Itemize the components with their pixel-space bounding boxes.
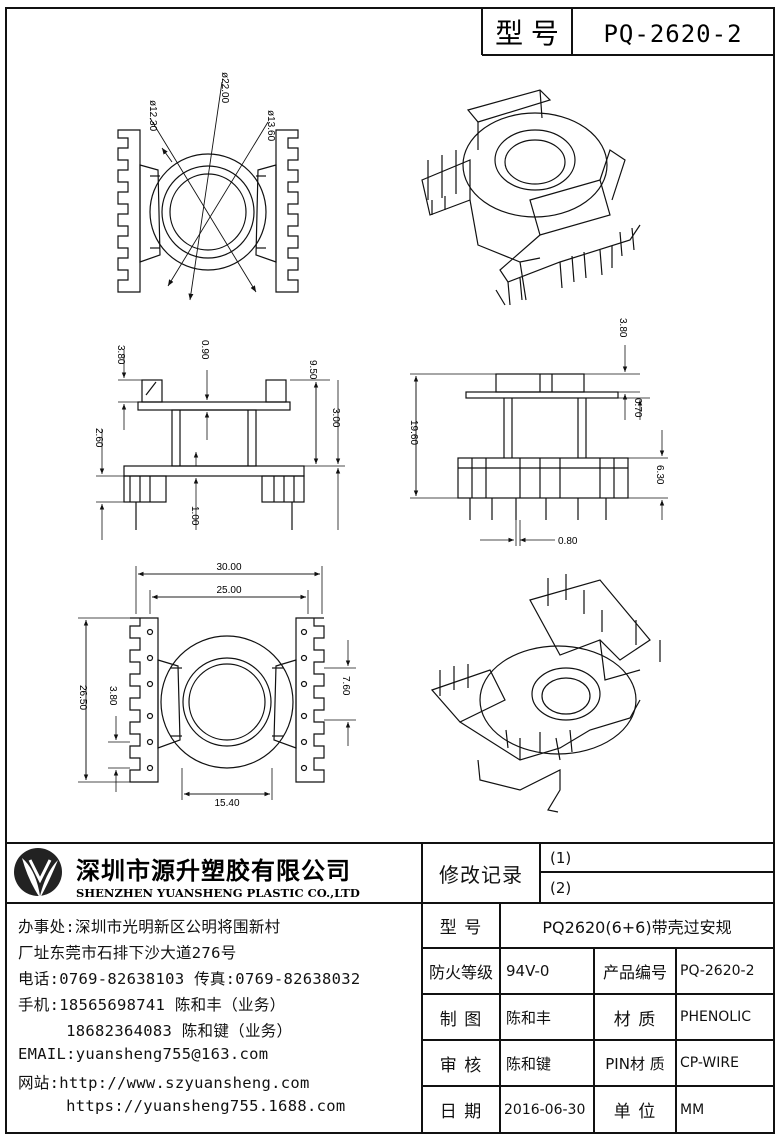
spec-check-label: 审 核: [439, 1055, 483, 1076]
spec-drawn-value: 陈和丰: [506, 1008, 552, 1027]
side-view-drawing: [410, 345, 668, 546]
spec-drawn-label: 制 图: [439, 1009, 483, 1030]
dim-front-b: 0.90: [199, 340, 210, 360]
company-name-en: SHENZHEN YUANSHENG PLASTIC CO.,LTD: [76, 886, 360, 900]
dim-side-c: 0.70: [632, 398, 643, 418]
dim-bottom-b: 25.00: [216, 585, 241, 596]
header-model-value: PQ-2620-2: [603, 20, 742, 48]
title-block-lines: [6, 842, 774, 1133]
company-info-mobile-2: 18682364083 陈和键（业务）: [18, 1022, 293, 1040]
header-model-label: 型 号: [495, 18, 559, 49]
company-name-cn: 深圳市源升塑胶有限公司: [76, 856, 351, 885]
dim-side-d: 6.30: [654, 465, 665, 485]
spec-material-label: 材 质: [613, 1009, 657, 1030]
dim-side-b: 19.60: [408, 420, 419, 445]
revision-label: 修改记录: [439, 862, 523, 887]
bottom-view-drawing: [78, 566, 356, 800]
isometric-bottom-drawing: [430, 574, 661, 813]
revision-row-2: (2): [550, 878, 572, 897]
spec-model-label: 型 号: [439, 918, 483, 938]
sheet-border: [5, 7, 775, 1134]
dim-top-d1: ø12.30: [147, 100, 158, 132]
spec-date-label: 日 期: [439, 1102, 483, 1122]
spec-unit-value: MM: [680, 1101, 705, 1118]
dim-bottom-a: 30.00: [216, 562, 241, 573]
dim-bottom-d: 26.50: [77, 685, 88, 710]
company-logo: [14, 848, 62, 898]
dim-bottom-f: 15.40: [214, 798, 239, 809]
dim-front-a: 3.80: [115, 345, 126, 365]
dim-bottom-c: 7.60: [340, 676, 351, 696]
dim-front-c: 9.50: [307, 360, 318, 380]
dim-front-e: 3.00: [330, 408, 341, 428]
dim-side-a: 3.80: [617, 318, 628, 338]
header-box: 型 号 PQ-2620-2: [481, 8, 774, 56]
company-info-website-2: https://yuansheng755.1688.com: [18, 1097, 346, 1115]
company-info-email: EMAIL:yuansheng755@163.com: [18, 1045, 269, 1063]
revision-row-1: (1): [550, 848, 572, 867]
company-info-office: 办事处:深圳市光明新区公明将围新村: [18, 918, 281, 936]
company-info-factory: 厂址东莞市石排下沙大道276号: [18, 944, 237, 962]
front-view-drawing: [96, 350, 345, 540]
spec-date-value: 2016-06-30: [504, 1101, 586, 1118]
spec-unit-label: 单 位: [613, 1102, 657, 1122]
spec-model-value: PQ2620(6+6)带壳过安规: [542, 917, 732, 937]
spec-pin-material-value: CP-WIRE: [680, 1055, 739, 1071]
company-info-mobile-1: 手机:18565698741 陈和丰（业务）: [18, 996, 286, 1014]
company-info-phone: 电话:0769-82638103 传真:0769-82638032: [18, 970, 361, 988]
company-info-website-1: 网站:http://www.szyuansheng.com: [18, 1074, 310, 1092]
dim-top-d3: ø13.60: [265, 110, 276, 142]
dim-bottom-e: 3.80: [107, 686, 118, 706]
top-view-drawing: [117, 81, 299, 301]
spec-fire-label: 防火等级: [428, 963, 493, 982]
dim-front-d: 2.60: [93, 428, 104, 448]
dim-side-e: 0.80: [558, 536, 578, 547]
spec-material-value: PHENOLIC: [680, 1009, 752, 1025]
spec-product-no-label: 产品编号: [602, 963, 667, 982]
spec-fire-value: 94V-0: [506, 962, 550, 980]
isometric-top-drawing: [421, 89, 641, 306]
dim-front-f: 1.00: [189, 506, 200, 526]
spec-check-value: 陈和键: [506, 1054, 552, 1073]
spec-product-no-value: PQ-2620-2: [680, 963, 755, 979]
dim-top-d2: ø22.00: [219, 72, 230, 104]
spec-pin-material-label: PIN材 质: [605, 1054, 665, 1073]
